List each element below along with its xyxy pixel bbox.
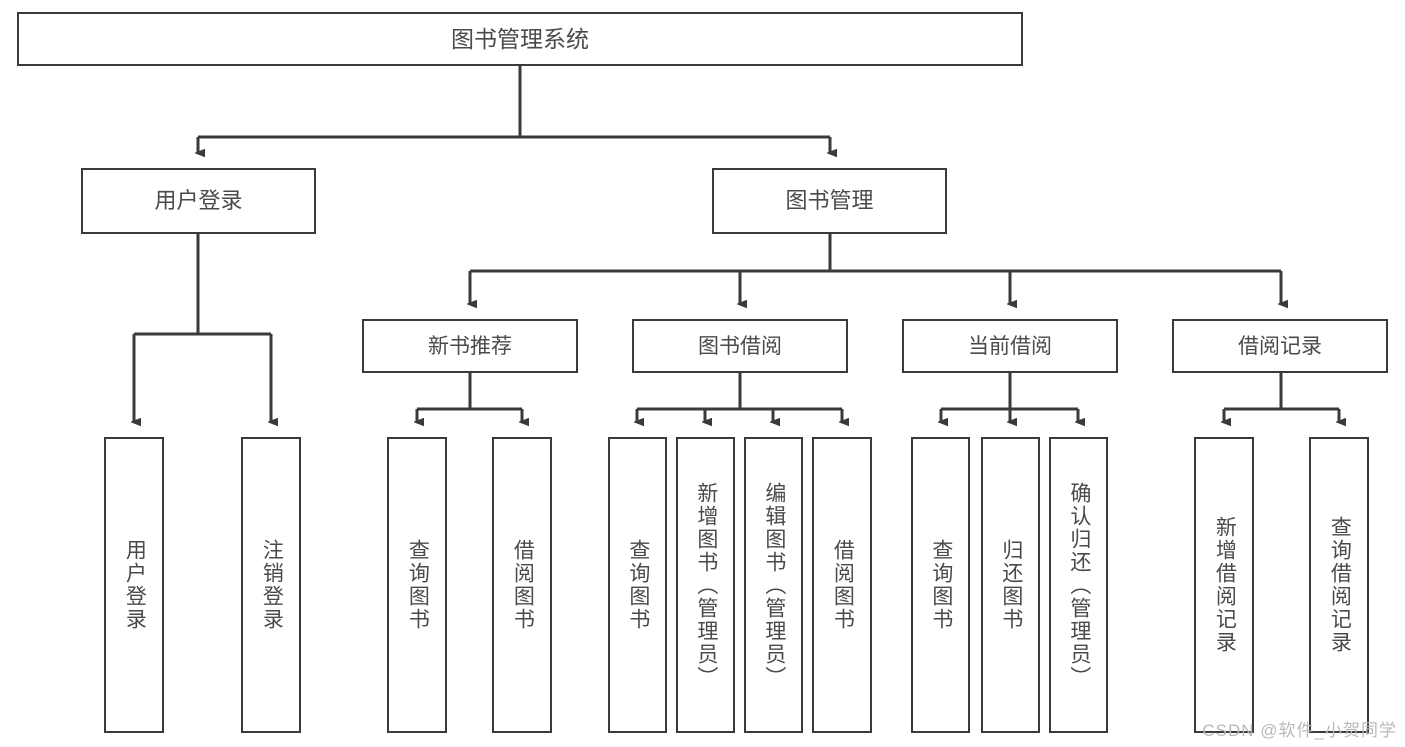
leaf-user-login-logout[interactable]: 注销登录 (241, 437, 301, 733)
leaf-current-borrow-confirm-return-admin-label: 确认归还（管理员） (1067, 481, 1091, 689)
node-book-management-label: 图书管理 (785, 188, 874, 213)
leaf-book-borrow-borrow-book[interactable]: 借阅图书 (812, 437, 872, 733)
node-current-borrow[interactable]: 当前借阅 (902, 319, 1118, 373)
node-borrow-record-label: 借阅记录 (1238, 334, 1322, 358)
leaf-current-borrow-confirm-return-admin[interactable]: 确认归还（管理员） (1049, 437, 1108, 733)
node-user-login-label: 用户登录 (154, 188, 243, 213)
leaf-current-borrow-return-book-label: 归还图书 (999, 539, 1023, 631)
leaf-book-borrow-add-book-admin-label: 新增图书（管理员） (694, 481, 718, 689)
node-root-library-management-system[interactable]: 图书管理系统 (17, 12, 1023, 66)
leaf-borrow-record-query-record[interactable]: 查询借阅记录 (1309, 437, 1369, 733)
node-book-borrow-label: 图书借阅 (698, 334, 782, 358)
node-current-borrow-label: 当前借阅 (968, 334, 1052, 358)
leaf-book-borrow-query-book-label: 查询图书 (626, 539, 650, 631)
node-user-login[interactable]: 用户登录 (81, 168, 316, 234)
leaf-book-borrow-edit-book-admin-label: 编辑图书（管理员） (762, 481, 786, 689)
leaf-current-borrow-return-book[interactable]: 归还图书 (981, 437, 1040, 733)
leaf-book-borrow-borrow-book-label: 借阅图书 (831, 539, 855, 631)
leaf-new-book-borrow-book[interactable]: 借阅图书 (492, 437, 552, 733)
leaf-user-login-logout-label: 注销登录 (260, 539, 284, 631)
node-root-label: 图书管理系统 (451, 25, 589, 52)
leaf-current-borrow-query-book-label: 查询图书 (929, 539, 953, 631)
watermark-text: CSDN @软件_小贺同学 (1202, 721, 1397, 740)
leaf-current-borrow-query-book[interactable]: 查询图书 (911, 437, 970, 733)
leaf-borrow-record-query-record-label: 查询借阅记录 (1328, 516, 1352, 654)
leaf-user-login-login-label: 用户登录 (123, 539, 147, 631)
leaf-book-borrow-edit-book-admin[interactable]: 编辑图书（管理员） (744, 437, 803, 733)
leaf-new-book-borrow-book-label: 借阅图书 (511, 539, 535, 631)
leaf-borrow-record-add-record-label: 新增借阅记录 (1213, 516, 1237, 654)
node-new-book-recommend[interactable]: 新书推荐 (362, 319, 578, 373)
leaf-new-book-query-book-label: 查询图书 (406, 539, 430, 631)
leaf-user-login-login[interactable]: 用户登录 (104, 437, 164, 733)
leaf-borrow-record-add-record[interactable]: 新增借阅记录 (1194, 437, 1254, 733)
node-book-borrow[interactable]: 图书借阅 (632, 319, 848, 373)
leaf-book-borrow-add-book-admin[interactable]: 新增图书（管理员） (676, 437, 735, 733)
leaf-book-borrow-query-book[interactable]: 查询图书 (608, 437, 667, 733)
node-borrow-record[interactable]: 借阅记录 (1172, 319, 1388, 373)
leaf-new-book-query-book[interactable]: 查询图书 (387, 437, 447, 733)
node-book-management[interactable]: 图书管理 (712, 168, 947, 234)
node-new-book-recommend-label: 新书推荐 (428, 334, 512, 358)
